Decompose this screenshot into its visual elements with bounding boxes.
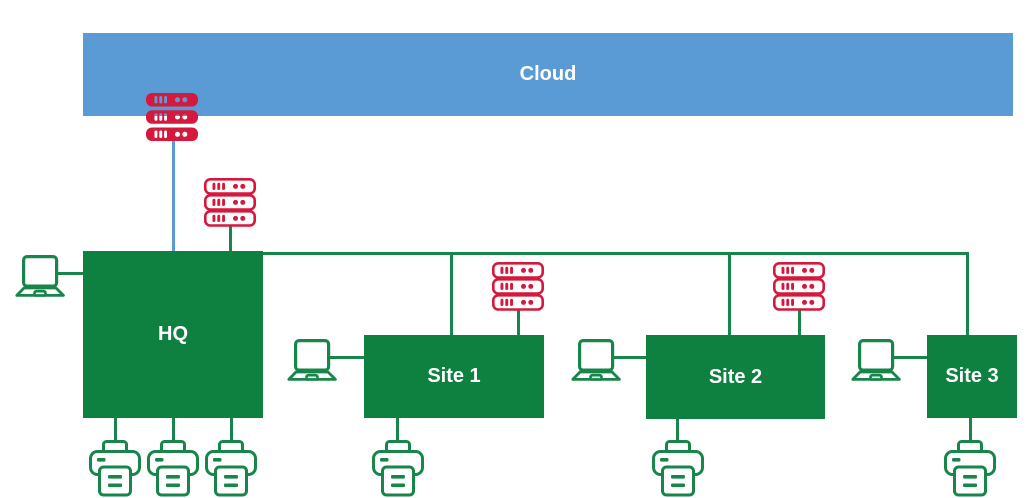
laptop-site2-icon[interactable] bbox=[570, 339, 622, 381]
printer-site2-icon[interactable] bbox=[652, 440, 704, 498]
site1-label: Site 1 bbox=[427, 365, 481, 387]
connector-hq-to-printer3 bbox=[229, 418, 233, 444]
hq-label: HQ bbox=[158, 323, 188, 345]
printer-hq-2-icon[interactable] bbox=[147, 440, 199, 498]
connector-laptop-to-site2 bbox=[614, 355, 647, 359]
connector-trunk-to-site3 bbox=[966, 252, 969, 335]
cloud-zone[interactable]: Cloud bbox=[83, 33, 1013, 116]
connector-site1-to-printer bbox=[396, 418, 399, 444]
site2-node[interactable]: Site 2 bbox=[646, 335, 825, 419]
site3-node[interactable]: Site 3 bbox=[927, 335, 1017, 418]
connector-trunk bbox=[262, 251, 969, 255]
connector-server-to-site1 bbox=[516, 308, 520, 335]
connector-laptop-to-hq bbox=[58, 271, 84, 275]
rack-server-site2-icon[interactable] bbox=[773, 262, 825, 312]
hq-node[interactable]: HQ bbox=[83, 251, 263, 418]
site3-label: Site 3 bbox=[945, 365, 999, 387]
connector-server-to-site2 bbox=[797, 308, 801, 335]
connector-laptop-to-site1 bbox=[330, 355, 365, 359]
connector-server-to-hq bbox=[228, 222, 232, 252]
laptop-hq-icon[interactable] bbox=[14, 255, 66, 297]
connector-trunk-to-site1 bbox=[450, 252, 453, 335]
rack-server-hq-icon[interactable] bbox=[204, 178, 256, 228]
printer-site1-icon[interactable] bbox=[372, 440, 424, 498]
connector-site2-to-printer bbox=[676, 418, 679, 444]
laptop-site3-icon[interactable] bbox=[850, 339, 902, 381]
printer-hq-1-icon[interactable] bbox=[89, 440, 141, 498]
connector-trunk-to-site2 bbox=[728, 252, 731, 335]
connector-hq-to-printer1 bbox=[113, 418, 117, 444]
connector-cloud-to-hq bbox=[171, 135, 175, 252]
connector-hq-to-printer2 bbox=[171, 418, 175, 444]
connector-site3-to-printer bbox=[968, 418, 972, 444]
site1-node[interactable]: Site 1 bbox=[364, 335, 544, 418]
printer-hq-3-icon[interactable] bbox=[205, 440, 257, 498]
rack-server-site1-icon[interactable] bbox=[492, 262, 544, 312]
site2-label: Site 2 bbox=[708, 365, 763, 388]
cloud-label: Cloud bbox=[519, 63, 577, 85]
connector-laptop-to-site3 bbox=[894, 355, 928, 359]
laptop-site1-icon[interactable] bbox=[286, 339, 338, 381]
printer-site3-icon[interactable] bbox=[944, 440, 996, 498]
rack-server-filled-icon[interactable] bbox=[146, 93, 198, 141]
